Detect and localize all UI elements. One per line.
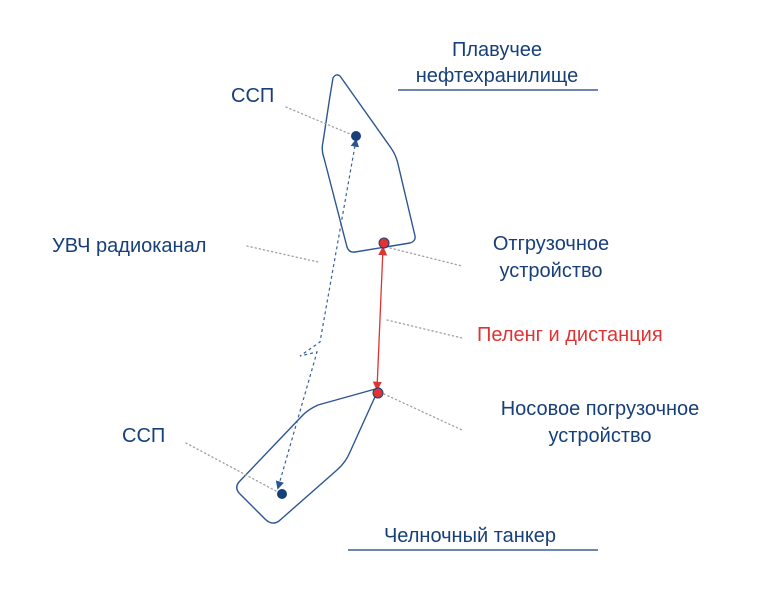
leader-ssp-bottom <box>185 442 277 492</box>
ssp-top-dot <box>351 131 361 141</box>
vhf-radio-link <box>275 138 359 490</box>
leader-bearing <box>386 319 463 339</box>
bow-loading-device-dot <box>372 387 384 399</box>
ssp-top-label: ССП <box>231 85 274 107</box>
leader-ssp-top <box>285 106 351 135</box>
offloading-device-dot <box>378 237 390 249</box>
floating-storage-label-line1: Плавучее <box>452 39 542 61</box>
vhf-channel-label: УВЧ радиоканал <box>52 235 206 257</box>
ssp-bottom-dot <box>277 489 287 499</box>
leader-bow-loading <box>383 393 463 431</box>
bearing-distance-label: Пеленг и дистанция <box>477 324 663 346</box>
ssp-bottom-label: ССП <box>122 425 165 447</box>
leader-vhf <box>246 245 319 263</box>
bow-loading-device-label-line1: Носовое погрузочное <box>501 398 700 420</box>
bow-loading-device-label-line2: устройство <box>548 425 651 447</box>
leader-offloading <box>389 247 463 267</box>
floating-storage-hull <box>321 74 416 253</box>
shuttle-tanker-label: Челночный танкер <box>384 525 556 547</box>
offloading-device-label-line1: Отгрузочное <box>493 233 609 255</box>
shuttle-tanker-hull <box>236 387 380 524</box>
floating-storage-label-line2: нефтехранилище <box>416 65 578 87</box>
bearing-distance-line <box>372 246 388 391</box>
offloading-device-label-line2: устройство <box>499 260 602 282</box>
